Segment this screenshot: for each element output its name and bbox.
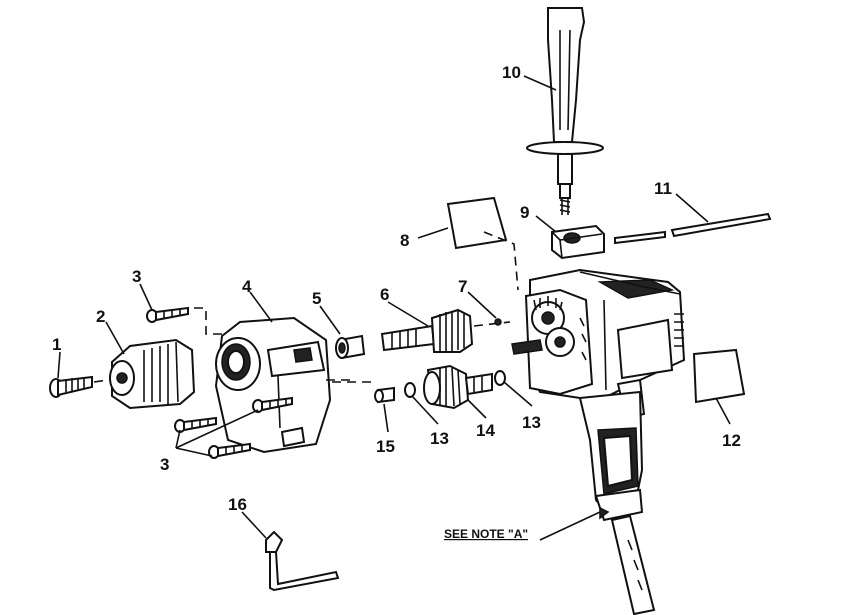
callout-8: 8: [400, 231, 409, 250]
label-plate-12: [692, 348, 746, 404]
callout-4: 4: [242, 277, 252, 296]
callout-5: 5: [312, 289, 321, 308]
callout-9: 9: [520, 203, 529, 222]
gear-case: [214, 316, 356, 454]
depth-rod: [614, 212, 772, 245]
screw-1: [49, 375, 109, 398]
bushing-15: [332, 381, 395, 404]
bearing-5: [335, 334, 366, 360]
label-plate-8: [446, 196, 519, 291]
callout-13-right: 13: [522, 413, 541, 432]
callout-3-upper: 3: [132, 267, 141, 286]
gear-14: [423, 364, 493, 410]
callout-10: 10: [502, 63, 521, 82]
callout-13-left: 13: [430, 429, 449, 448]
screw-3-upper: [146, 306, 226, 335]
washer-13b: [494, 370, 506, 386]
callout-1: 1: [52, 335, 61, 354]
hex-key-16: [265, 530, 340, 592]
callout-11: 11: [654, 179, 672, 198]
callout-15: 15: [376, 437, 395, 456]
spindle-gear-6: [380, 308, 511, 353]
drill-body: [511, 268, 686, 615]
callout-2: 2: [96, 307, 105, 326]
chuck: [109, 338, 196, 410]
washer-13a: [404, 382, 416, 398]
callout-7: 7: [458, 277, 467, 296]
callout-14: 14: [476, 421, 495, 440]
callout-16: 16: [228, 495, 247, 514]
leader-lines: [57, 75, 731, 541]
side-handle: [526, 7, 604, 215]
handle-clamp: [551, 224, 605, 260]
callout-6: 6: [380, 285, 389, 304]
callout-12: 12: [722, 431, 741, 450]
callout-labels: 1 2 3 4 5 6 7 8 9 10 11 12 13 13 14 15 1…: [52, 63, 741, 541]
screws-3-lower: [174, 396, 293, 459]
callout-3-lower: 3: [160, 455, 169, 474]
see-note-a: SEE NOTE "A": [444, 527, 528, 541]
